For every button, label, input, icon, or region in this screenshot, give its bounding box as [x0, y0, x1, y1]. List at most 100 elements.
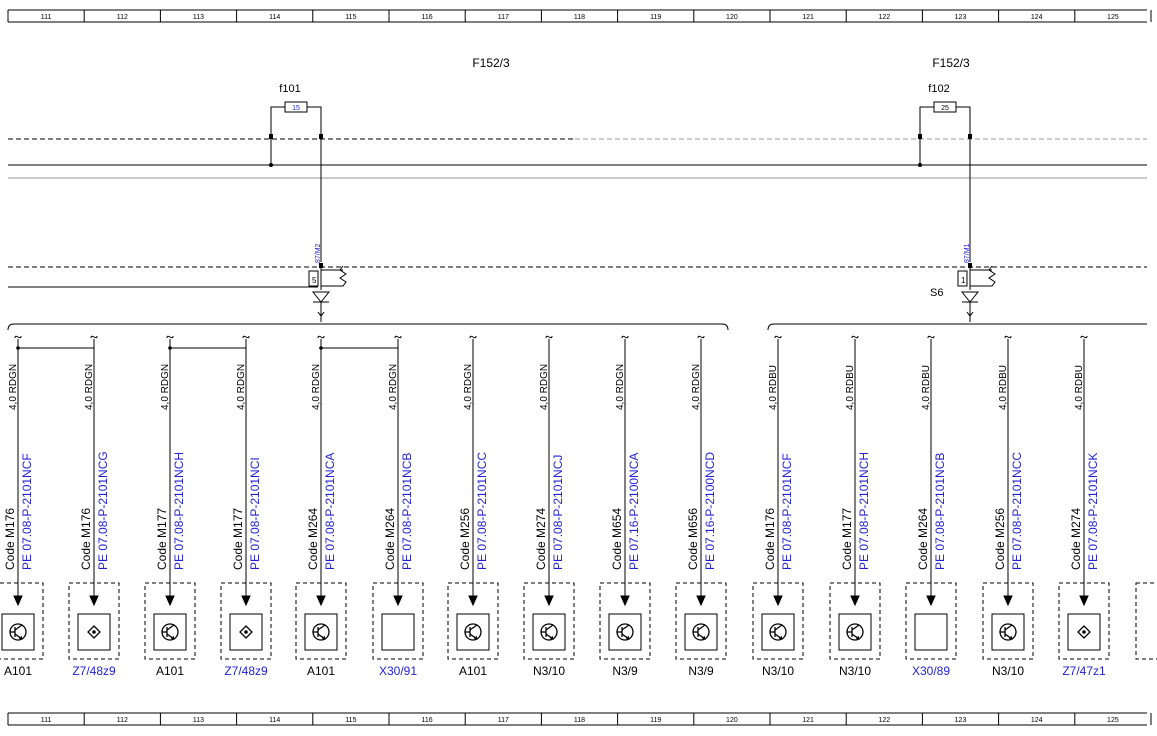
component-label: Z7/48z9 — [224, 664, 268, 678]
arrow-icon — [696, 595, 706, 607]
emitter-arrow — [701, 635, 706, 640]
component-outline — [675, 582, 727, 660]
ruler-number: 116 — [422, 717, 433, 724]
component-label: A101 — [4, 664, 32, 678]
fuse-lead — [919, 106, 971, 134]
component-box — [838, 613, 872, 651]
transistor-collector — [14, 624, 23, 631]
wire-label: 4,0 RDBU — [845, 365, 856, 410]
ruler-number: 111 — [41, 14, 52, 21]
component-outline — [447, 582, 499, 660]
code-label: Code M176 — [763, 508, 777, 570]
component-box — [761, 613, 795, 651]
ruler-number: 118 — [574, 14, 585, 21]
arrow-icon — [468, 595, 478, 607]
arrow-icon — [926, 595, 936, 607]
connector-icon — [1080, 335, 1088, 339]
component-label: A101 — [156, 664, 184, 678]
transistor-collector — [166, 624, 175, 631]
code-label: Code M274 — [534, 508, 548, 570]
component-label: A101 — [307, 664, 335, 678]
terminal-icon — [918, 134, 922, 139]
splice-icon — [87, 625, 101, 639]
pin-box — [957, 270, 968, 287]
component-box — [991, 613, 1025, 651]
reference-link: PE 07.08-P-2101NCC — [1010, 452, 1024, 570]
component-outline-partial — [1135, 582, 1157, 660]
arrow-icon — [620, 595, 630, 607]
ruler-number: 115 — [345, 14, 356, 21]
connector-icon — [394, 335, 402, 339]
arrow-icon — [316, 595, 326, 607]
transistor-collector — [851, 624, 860, 631]
connector-icon — [927, 335, 935, 339]
wire-label: 4,0 RDGN — [160, 364, 171, 410]
splice-icon — [239, 625, 253, 639]
wire-label: 4,0 RDBU — [921, 365, 932, 410]
wire-label: 4,0 RDGN — [388, 364, 399, 410]
splice-icon — [1077, 625, 1091, 639]
component-label: X30/89 — [912, 664, 950, 678]
wire-label: 4,0 RDGN — [539, 364, 550, 410]
wire-label: 4,0 RDGN — [236, 364, 247, 410]
fuse-icon — [284, 101, 308, 113]
reference-link: PE 07.08-P-2101NCH — [172, 452, 186, 570]
ruler-number: 120 — [726, 717, 738, 724]
wire-label: 4,0 RDGN — [84, 364, 95, 410]
connector-icon — [774, 335, 782, 339]
ruler-number: 125 — [1107, 717, 1119, 724]
component-outline — [752, 582, 804, 660]
code-label: Code M177 — [155, 508, 169, 570]
component-box — [914, 613, 948, 651]
transistor-collector — [621, 624, 630, 631]
code-label: Code M264 — [306, 508, 320, 570]
ruler-number: 112 — [117, 14, 128, 21]
panel-label: F152/3 — [932, 56, 970, 70]
component-label: Z7/47z1 — [1062, 664, 1106, 678]
component-box — [153, 613, 187, 651]
bus-bracket — [767, 323, 1147, 331]
arrow-icon — [393, 595, 403, 607]
code-label: Code M177 — [840, 508, 854, 570]
arrow-icon — [850, 595, 860, 607]
component-box — [381, 613, 415, 651]
terminal-icon — [319, 134, 323, 139]
pin-box — [308, 270, 319, 287]
wire-label: 4,0 RDGN — [311, 364, 322, 410]
arrow-icon — [241, 595, 251, 607]
ruler-number: 119 — [650, 14, 661, 21]
reference-link: PE 07.08-P-2101NCA — [323, 453, 337, 570]
emitter-arrow — [1008, 635, 1013, 640]
component-label: X30/91 — [379, 664, 417, 678]
ruler-number: 121 — [802, 717, 814, 724]
reference-link: PE 07.08-P-2101NCG — [96, 451, 110, 570]
ruler-number: 114 — [269, 14, 280, 21]
connector-icon — [469, 335, 477, 339]
emitter-arrow — [18, 635, 23, 640]
transistor-collector — [317, 624, 326, 631]
arrow-icon — [165, 595, 175, 607]
code-label: Code M264 — [383, 508, 397, 570]
component-outline — [1058, 582, 1110, 660]
emitter-arrow — [170, 635, 175, 640]
code-label: Code M176 — [3, 508, 17, 570]
ruler-number: 121 — [802, 14, 814, 21]
component-box — [608, 613, 642, 651]
arrow-icon — [1003, 595, 1013, 607]
ruler-number: 122 — [878, 14, 890, 21]
panel-label: F152/3 — [472, 56, 510, 70]
connector-icon — [90, 335, 98, 339]
arrow-icon — [89, 595, 99, 607]
arrow-icon — [1079, 595, 1089, 607]
reference-link: PE 07.08-P-2101NCK — [1086, 453, 1100, 570]
connector-icon — [317, 335, 325, 339]
